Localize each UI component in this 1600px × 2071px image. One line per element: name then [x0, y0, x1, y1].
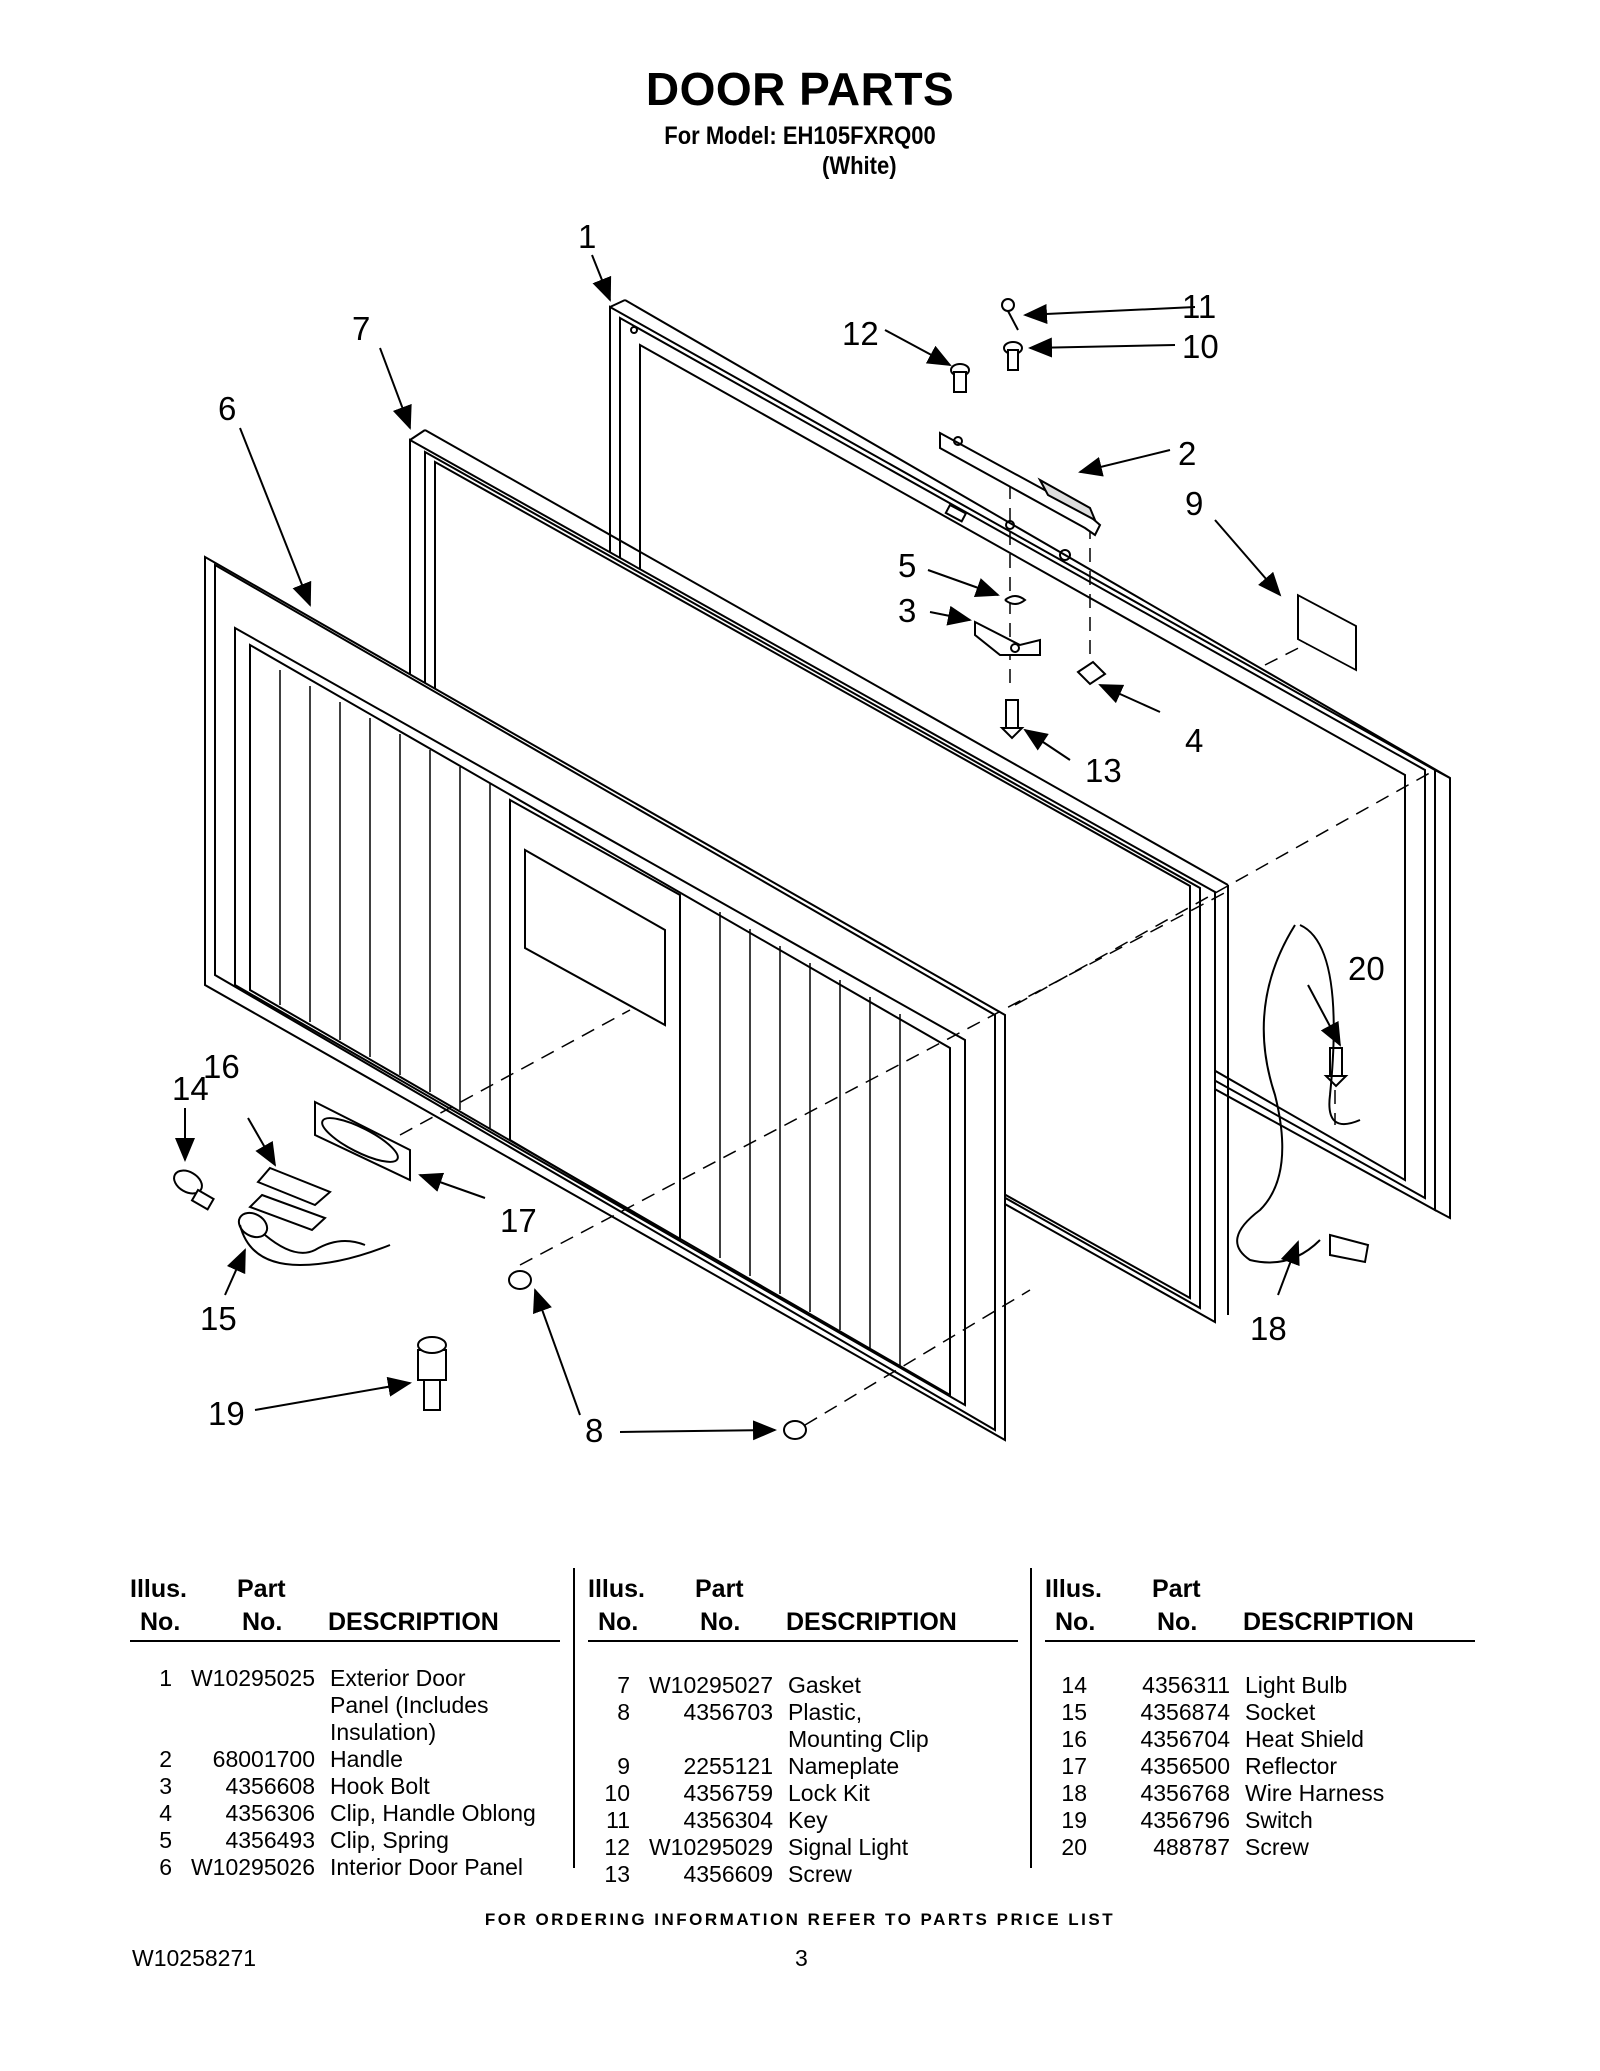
page-number: 3 — [795, 1945, 808, 1971]
exploded-parts-diagram: 1 2 3 4 5 6 7 8 9 10 11 12 13 14 15 16 1… — [172, 218, 1451, 1449]
callout-13: 13 — [1085, 752, 1122, 789]
handle-clip-part — [1076, 660, 1107, 686]
callout-19: 19 — [208, 1395, 245, 1432]
switch-part — [417, 1336, 447, 1411]
interior-door-panel — [204, 555, 1006, 1442]
callout-3: 3 — [898, 592, 916, 629]
callout-20: 20 — [1348, 950, 1385, 987]
lock-kit-part — [1003, 341, 1023, 371]
mounting-clip-part-a — [508, 1270, 532, 1290]
socket-part — [237, 1211, 391, 1267]
column-divider-2 — [1030, 1568, 1032, 1868]
key-part — [1001, 298, 1019, 331]
heat-shield-part — [248, 1166, 332, 1232]
door-screw-part — [999, 699, 1025, 740]
callout-labels: 1 2 3 4 5 6 7 8 9 10 11 12 13 14 15 16 1… — [172, 218, 1385, 1449]
callout-15: 15 — [200, 1300, 237, 1337]
column-divider-1 — [573, 1568, 575, 1868]
wire-harness-part — [1236, 924, 1370, 1264]
callout-11: 11 — [1182, 288, 1216, 325]
callout-6: 6 — [218, 390, 236, 427]
header-rule-1 — [130, 1640, 560, 1642]
callout-7: 7 — [352, 310, 370, 347]
mounting-clip-part-b — [783, 1420, 807, 1440]
callout-14: 14 — [172, 1070, 209, 1107]
hook-bolt-part — [974, 620, 1041, 656]
signal-light-part — [950, 363, 970, 393]
callout-leaders — [175, 254, 1341, 1441]
alignment-lines — [399, 485, 1436, 1426]
callout-5: 5 — [898, 547, 916, 584]
callout-1: 1 — [578, 218, 596, 255]
header-rule-2 — [588, 1640, 1018, 1642]
callout-10: 10 — [1182, 328, 1219, 365]
handle-part — [939, 431, 1102, 537]
ordering-note: FOR ORDERING INFORMATION REFER TO PARTS … — [484, 1910, 1116, 1929]
color-line: (White) — [822, 152, 897, 180]
model-line: For Model: EH105FXRQ00 — [664, 122, 936, 150]
nameplate-part — [1297, 593, 1357, 672]
callout-2: 2 — [1178, 435, 1196, 472]
page-title: DOOR PARTS — [645, 63, 955, 115]
document-number: W10258271 — [132, 1945, 257, 1971]
callout-8: 8 — [585, 1412, 603, 1449]
callout-17: 17 — [500, 1202, 537, 1239]
callout-4: 4 — [1185, 722, 1203, 759]
spring-clip-part — [1004, 595, 1027, 605]
light-bulb-part — [173, 1169, 215, 1211]
callout-9: 9 — [1185, 485, 1203, 522]
header-rule-3 — [1045, 1640, 1475, 1642]
callout-16: 16 — [203, 1048, 240, 1085]
screw-20-part — [1323, 1047, 1349, 1088]
reflector-part — [314, 1100, 411, 1182]
callout-12: 12 — [842, 315, 879, 352]
callout-18: 18 — [1250, 1310, 1287, 1347]
